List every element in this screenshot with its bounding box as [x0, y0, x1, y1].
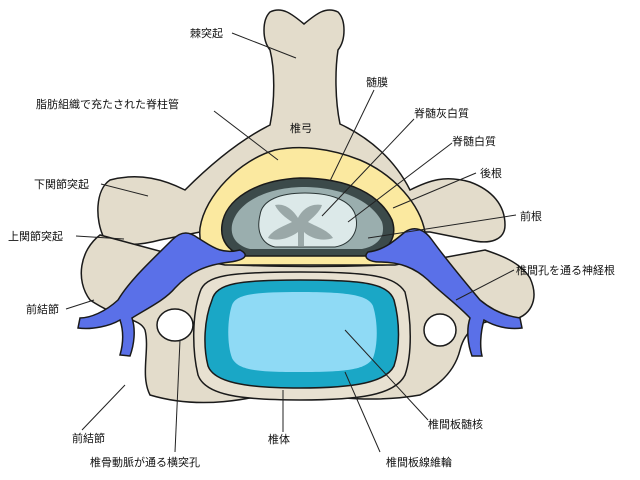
label-lamina: 椎弓 — [290, 121, 312, 135]
leader-spinal-nerve — [455, 269, 515, 301]
spinal-nerve-right — [365, 228, 523, 357]
spinal-cord-gray-matter — [268, 204, 333, 246]
transverse-foramen-left — [156, 308, 194, 342]
label-gray-matter: 脊髄灰白質 — [414, 106, 469, 120]
leader-anterior-root — [367, 214, 517, 239]
label-spinal-nerve: 椎間孔を通る神経根 — [516, 263, 615, 277]
label-inferior-articular: 下関節突起 — [34, 177, 89, 191]
leader-gray — [321, 118, 415, 217]
label-anterior-root: 前根 — [520, 209, 542, 223]
label-vertebral-body: 椎体 — [268, 432, 290, 446]
label-ganglion-lower: 前結節 — [72, 431, 105, 445]
label-dura: 髄膜 — [366, 75, 388, 89]
label-ganglion-upper: 前結節 — [26, 302, 59, 316]
spinal-nerve-left — [77, 232, 246, 357]
label-posterior-root: 後根 — [480, 166, 502, 180]
label-epidural-fat: 脂肪組織で充たされた脊柱管 — [36, 97, 179, 111]
label-nucleus-pulposus: 椎間板髄核 — [428, 417, 483, 431]
leader-posterior-root — [392, 172, 477, 209]
leader-nucleus — [344, 329, 429, 421]
leader-spinous — [231, 32, 297, 59]
leader-ganglion-lower — [81, 384, 126, 431]
label-superior-articular: 上関節突起 — [8, 229, 63, 243]
leader-annulus — [344, 371, 381, 453]
leader-ganglion-upper — [65, 299, 95, 310]
label-white-matter: 脊髄白質 — [452, 134, 496, 148]
transverse-foramen-right — [423, 313, 457, 347]
leader-transverse-foramen — [174, 339, 181, 453]
leader-superior-art — [75, 235, 125, 240]
posterior-arch — [97, 9, 506, 245]
leader-white — [347, 142, 453, 223]
label-transverse-foramen: 椎骨動脈が通る横突孔 — [90, 455, 200, 469]
leader-epidural — [213, 110, 279, 161]
leader-dura — [329, 89, 375, 182]
label-annulus-fibrosus: 椎間板線維輪 — [386, 455, 452, 469]
leader-inferior-art — [100, 183, 149, 197]
nucleus-pulposus — [228, 292, 377, 372]
label-spinous-process: 棘突起 — [190, 26, 223, 40]
